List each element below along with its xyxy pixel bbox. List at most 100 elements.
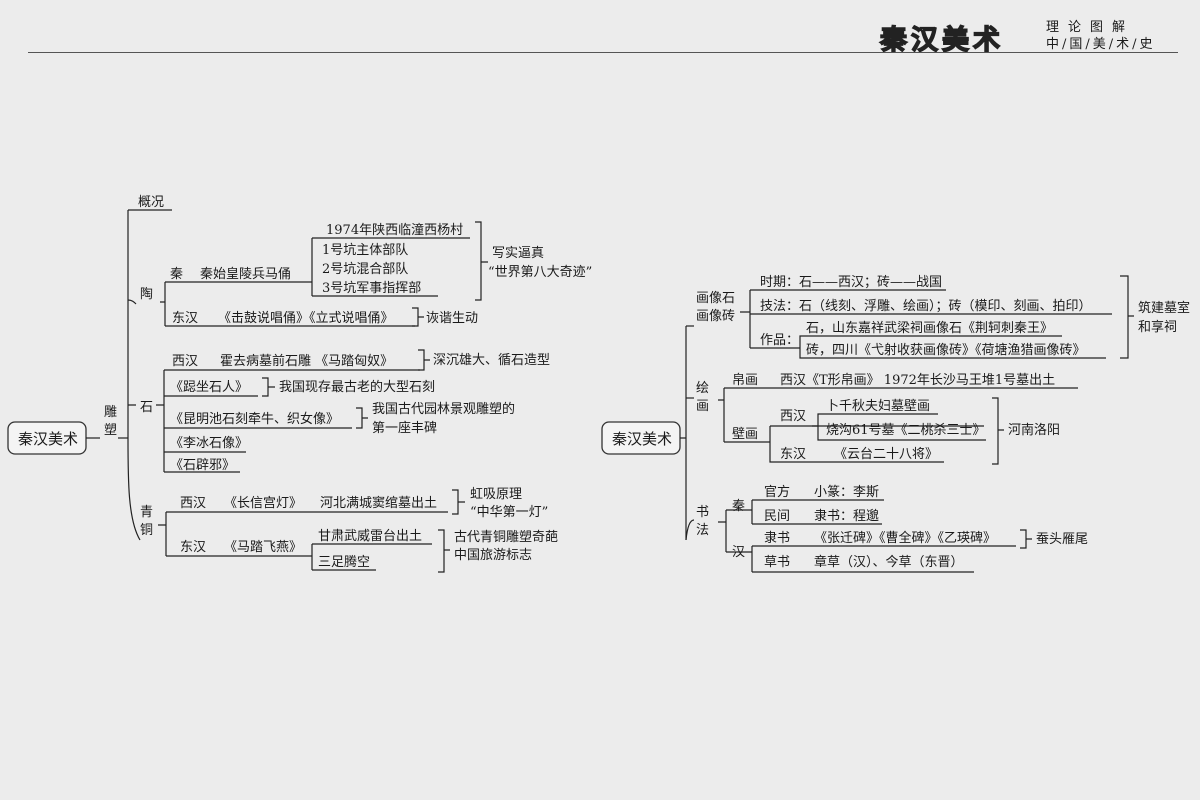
book-title: 秦汉美术 [879,24,1004,56]
left-root-label: 秦汉美术 [18,430,78,448]
connector [685,519,695,541]
pit-1: 1号坑主体部队 [322,243,408,258]
stone-label: 石 [140,400,153,415]
tao-donghan-note: 诙谐生动 [426,311,478,326]
stone-item-1: 《跽坐石人》 [170,380,248,395]
painting-label-1: 绘 [696,381,709,396]
han-row-1-value: 《张迁碑》《曹全碑》《乙瑛碑》 [814,530,996,546]
mural-item-2: 烧沟61号墓《二桃杀三士》 [826,423,986,438]
stone-branch-lines [128,370,165,472]
bracket [992,397,1004,465]
bracket [1120,275,1134,359]
bracket [418,349,430,371]
stone-note-3a: 我国古代园林景观雕塑的 [372,401,515,417]
bronze-label-1: 青 [140,505,153,520]
relief-works-label: 作品： [760,333,799,348]
bronze-donghan-dynasty: 东汉 [180,540,206,555]
stone-xihan-dynasty: 西汉 [172,354,198,369]
bronze-xihan-note-1: 虹吸原理 [470,487,522,502]
calligraphy-label-1: 书 [696,505,709,520]
han-row-2-key: 草书 [764,555,790,570]
bronze-branch-lines [158,511,448,557]
bracket [262,377,275,397]
tao-qin-dynasty: 秦 [170,267,183,282]
relief-note-2: 和享祠 [1138,319,1177,335]
mural-branch-lines [769,425,984,463]
qin-row-2-key: 民间 [764,509,790,524]
bracket [412,307,424,327]
pit-3: 3号坑军事指挥部 [322,281,421,296]
bronze-donghan-lines [310,543,432,571]
stone-underlines [164,369,420,473]
stone-xihan-text: 霍去病墓前石雕 《马踏匈奴》 [220,353,393,369]
silk-label: 帛画 [732,372,758,388]
tao-note-1: 写实逼真 [492,246,544,261]
qin-row-2-value: 隶书：程邈 [814,508,879,524]
relief-period: 时期：石——西汉；砖——战国 [760,275,942,290]
painting-label-2: 画 [696,399,709,414]
relief-brick-work: 砖，四川《弋射收获画像砖》《荷塘渔猎画像砖》 [806,342,1086,358]
bracket [1020,529,1032,549]
relief-stone-work: 石，山东嘉祥武梁祠画像石《荆轲刺秦王》 [806,320,1053,336]
bronze-xihan-dynasty: 西汉 [180,496,206,511]
painting-branch-lines [718,387,1078,443]
stone-item-4: 《石辟邪》 [170,458,235,473]
relief-label-1: 画像石 [696,291,735,306]
connector [127,299,137,305]
tao-donghan-works: 《击鼓说唱俑》《立式说唱俑》 [218,311,394,326]
mural-note: 河南洛阳 [1008,422,1060,438]
header-rule [28,52,1178,53]
mural-xihan-lines [812,413,986,441]
bracket [452,489,465,515]
right-mind-map: 秦汉美术 画像石 画像砖 时期：石——西汉；砖——战国 技法：石（线刻、浮雕、绘… [601,275,1190,573]
stone-item-2: 《昆明池石刻牵牛、织女像》 [170,411,339,427]
bronze-donghan-work: 《马踏飞燕》 [224,540,302,555]
tao-note-2: “世界第八大奇迹” [488,264,592,280]
right-spine-line [680,326,687,540]
calligraphy-qin-lines [726,499,884,525]
pit-2: 2号坑混合部队 [322,262,408,277]
bracket [475,221,488,301]
calligraphy-qin: 秦 [732,499,745,514]
mural-xihan: 西汉 [780,409,806,424]
qin-row-1-key: 官方 [764,484,790,500]
mural-item-1: 卜千秋夫妇墓壁画 [826,398,930,414]
left-mind-map: 秦汉美术 雕 塑 概况 陶 秦 秦始皇陵兵马俑 1974年陕西临潼西杨村 1号坑… [7,195,592,573]
han-row-2-value: 章草（汉）、今草（东晋） [814,554,964,570]
branch-label-2: 塑 [104,423,117,438]
calligraphy-note: 蚕头雁尾 [1036,532,1088,547]
branch-label-1: 雕 [104,405,117,420]
tao-donghan-dynasty: 东汉 [172,311,198,326]
mural-label: 壁画 [732,427,758,442]
tao-qin-name: 秦始皇陵兵马俑 [200,267,291,282]
relief-branch-lines [740,289,1112,349]
stone-item-3: 《李冰石像》 [170,436,248,451]
relief-note-1: 筑建墓室 [1138,300,1190,316]
relief-works-lines [799,335,1106,359]
bronze-xihan-work: 《长信宫灯》 [224,496,302,511]
bronze-xihan-note-2: “中华第一灯” [470,505,548,520]
stone-note-2: 我国现存最古老的大型石刻 [279,379,435,395]
overview-label: 概况 [138,195,164,210]
right-root-label: 秦汉美术 [612,430,672,448]
stone-note-3b: 第一座丰碑 [372,420,437,436]
bracket [438,529,450,573]
calligraphy-branch-lines [718,510,727,552]
mural-donghan: 东汉 [780,447,806,462]
relief-technique: 技法：石（线刻、浮雕、绘画）；砖（模印、刻画、拍印） [760,299,1092,314]
book-subtitle-bottom: 中/国/美/术/史 [1046,37,1156,52]
spine-line [127,209,141,541]
calligraphy-han-lines [726,545,1016,573]
pit-bracket-lines [305,237,470,297]
tao-branch-lines [160,281,415,327]
bronze-donghan-alias: 三足腾空 [318,554,370,570]
bronze-label-2: 铜 [140,523,153,538]
bronze-donghan-note-2: 中国旅游标志 [454,548,532,563]
han-row-1-key: 隶书 [764,531,790,546]
calligraphy-label-2: 法 [696,523,709,538]
bronze-donghan-site: 甘肃武威雷台出土 [318,529,422,544]
bronze-donghan-note-1: 古代青铜雕塑奇葩 [454,529,558,545]
qin-row-1-value: 小篆：李斯 [814,484,879,500]
book-subtitle-top: 理论图解 [1046,20,1135,35]
